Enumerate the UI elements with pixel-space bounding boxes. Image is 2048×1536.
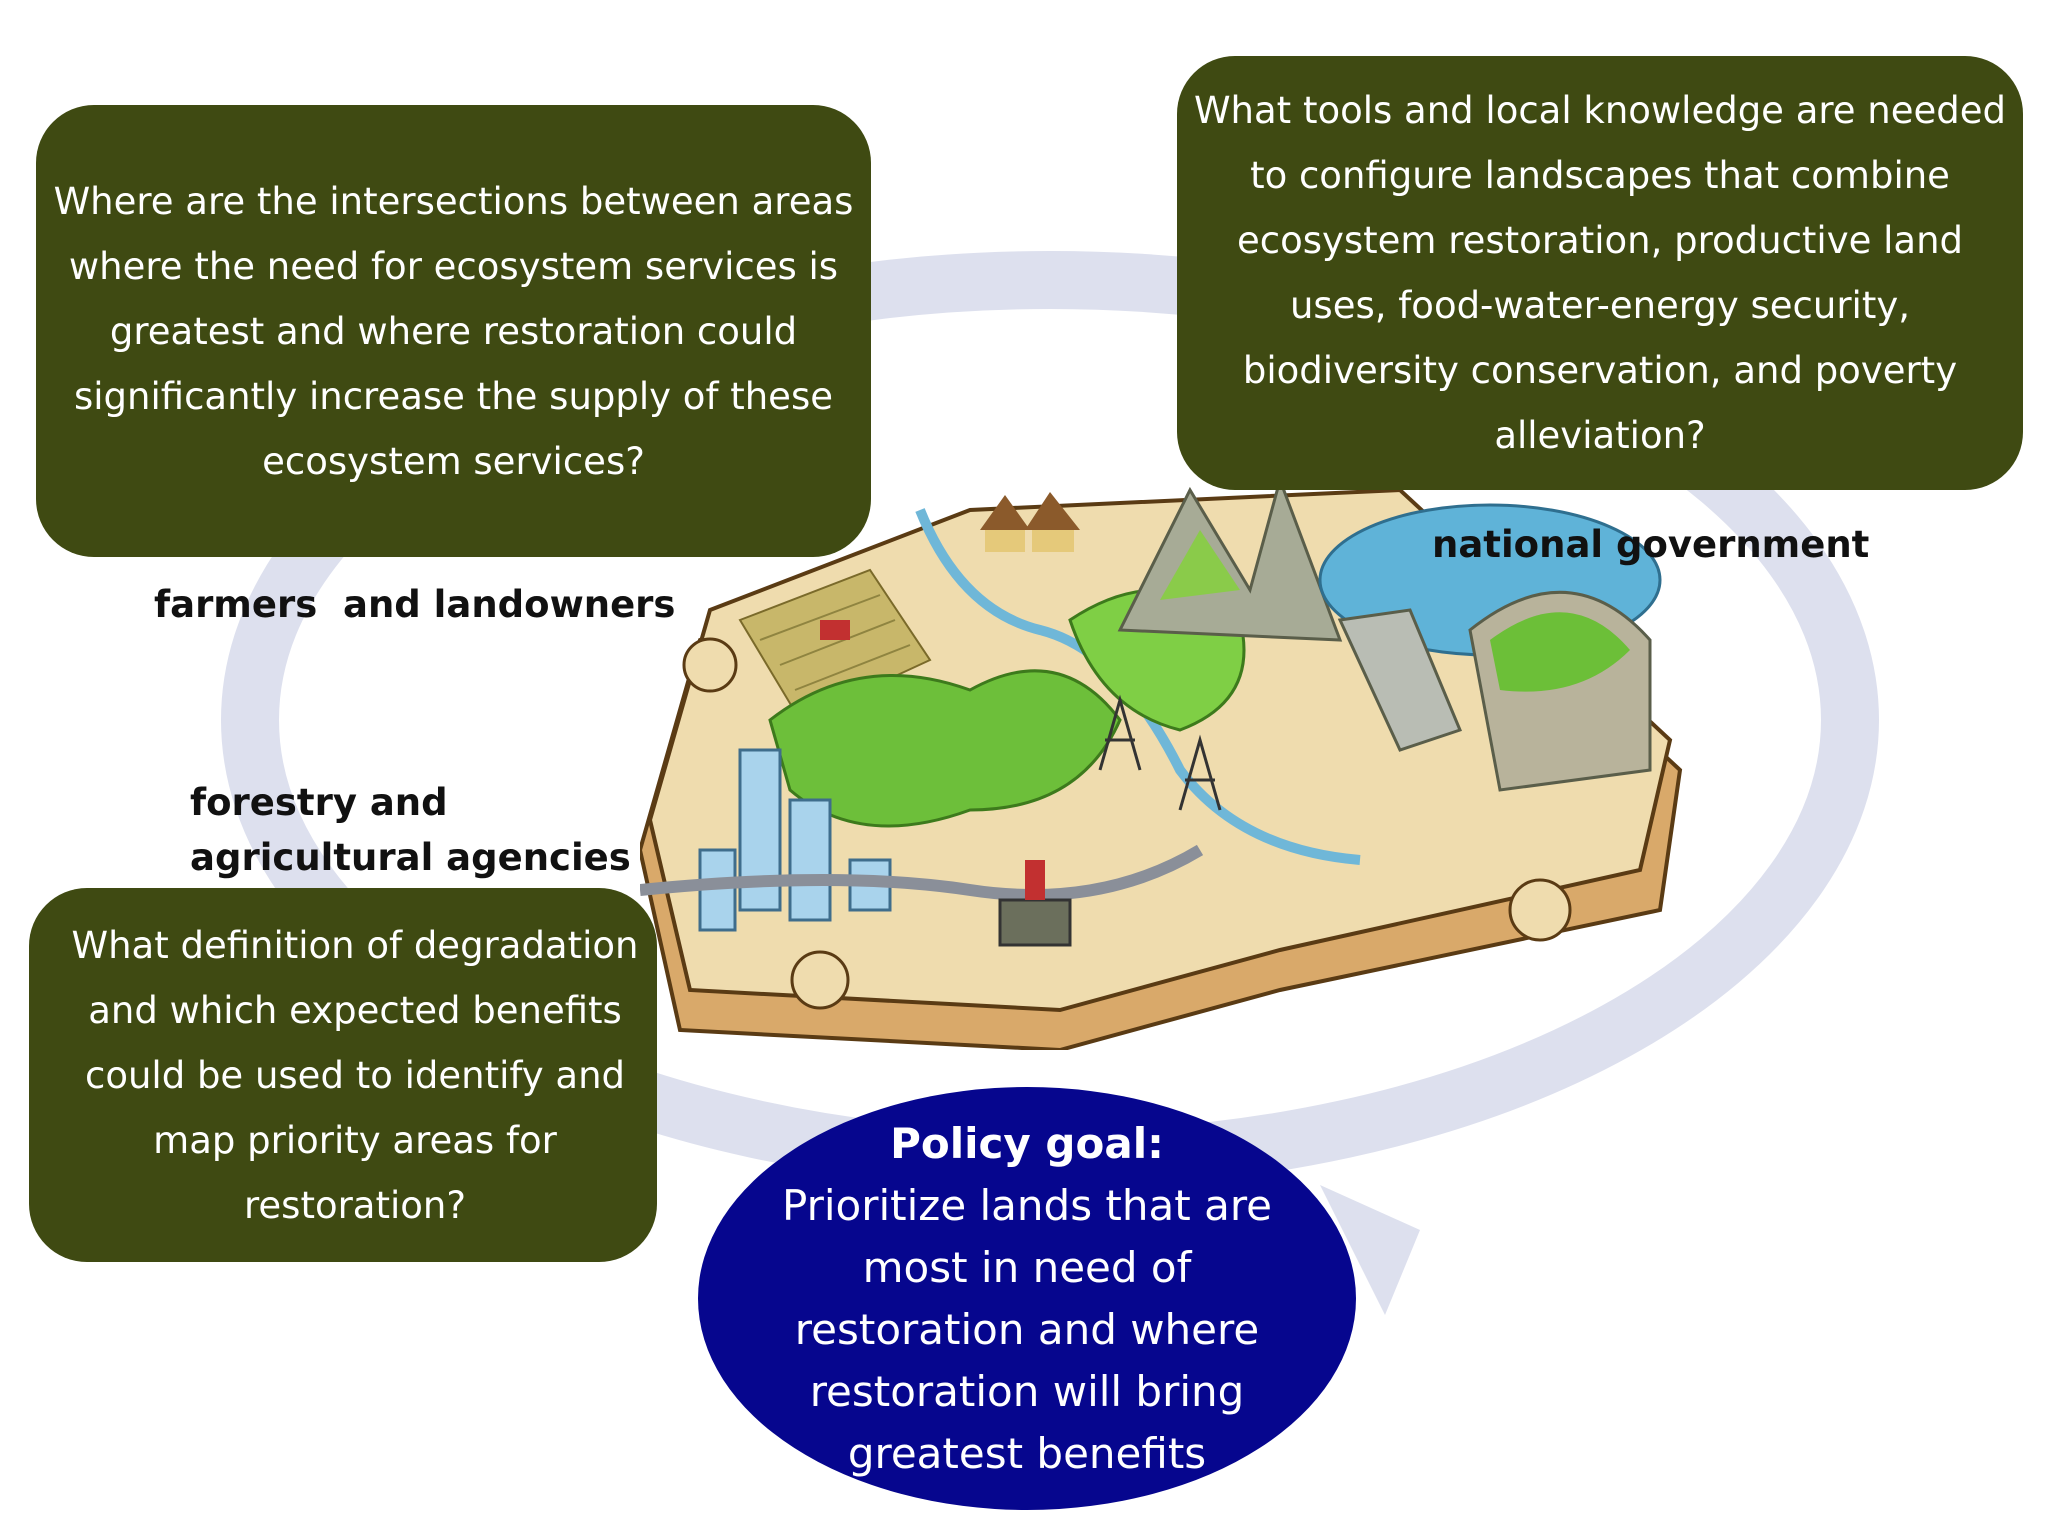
stakeholder-forestry-agencies: forestry and agricultural agencies [190, 781, 631, 879]
hut [1025, 492, 1080, 530]
landscape-illustration [640, 475, 1683, 1050]
dam [1337, 608, 1463, 752]
crop-field [738, 568, 932, 722]
road [640, 844, 1204, 901]
forest [768, 669, 1122, 828]
policy-goal-text: Prioritize lands that are most in need o… [781, 1180, 1272, 1478]
question-definition: What definition of degradation and which… [29, 888, 657, 1262]
policy-goal: Policy goal: Prioritize lands that are m… [698, 1087, 1356, 1510]
harvester [820, 620, 850, 640]
puzzle-tab [682, 637, 738, 693]
stakeholder-farmers: farmers and landowners [154, 583, 676, 626]
mountains [1117, 475, 1343, 642]
arrowhead [1320, 1185, 1420, 1315]
question-definition-text: What definition of degradation and which… [71, 923, 639, 1227]
policy-goal-title: Policy goal: [890, 1118, 1164, 1168]
question-tools-text: What tools and local knowledge are neede… [1193, 89, 2007, 457]
stakeholder-national-government: national government [1432, 523, 1870, 566]
hut [980, 495, 1030, 530]
puzzle-tab [1508, 878, 1572, 942]
question-intersections: Where are the intersections between area… [36, 105, 871, 557]
factory [998, 898, 1072, 947]
question-intersections-text: Where are the intersections between area… [53, 179, 854, 483]
question-tools: What tools and local knowledge are neede… [1177, 56, 2023, 490]
power-pylon [1098, 694, 1142, 771]
puzzle-tab [790, 950, 850, 1010]
